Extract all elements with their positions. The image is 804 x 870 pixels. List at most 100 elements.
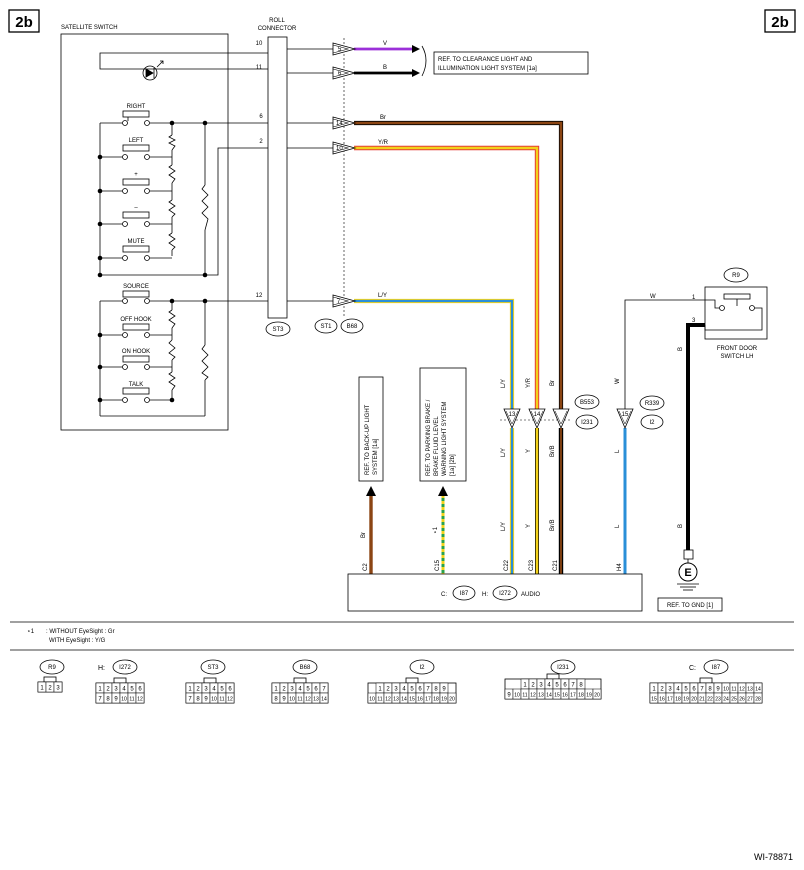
connector-pin-number: 16 [659, 697, 665, 703]
svg-text:[1a] [2b]: [1a] [2b] [450, 454, 456, 476]
connector-pin-number: 18 [433, 697, 439, 703]
connector-pin-number: 10 [723, 687, 729, 693]
connector-pin-number: 9 [204, 697, 208, 703]
sw-button-left: LEFT [100, 138, 172, 160]
label-y-lower: Y [526, 449, 532, 453]
connector-pin-number: 7 [571, 683, 575, 689]
connector-pin-number: 13 [538, 693, 544, 699]
connector-pin-cell [753, 692, 763, 704]
connector-pin-number: 21 [699, 697, 705, 703]
connector-id: I87 [712, 665, 721, 671]
connector-pin-number: 18 [675, 697, 681, 703]
connector-pin-number: 13 [747, 687, 753, 693]
svg-text:SWITCH LH: SWITCH LH [721, 354, 754, 360]
ref-clearance-box: REF. TO CLEARANCE LIGHT AND ILLUMINATION… [433, 51, 589, 75]
connector-pin-number: 5 [220, 687, 224, 693]
svg-text:–: – [134, 205, 138, 211]
led-icon [142, 60, 164, 81]
svg-text:WARNING LIGHT SYSTEM: WARNING LIGHT SYSTEM [442, 402, 448, 476]
svg-text:LEFT: LEFT [129, 138, 144, 144]
connector-pin-number: 9 [507, 693, 511, 699]
sw-button-minus: – [100, 205, 172, 227]
svg-text:WITH EyeSight : Y/G: WITH EyeSight : Y/G [49, 638, 106, 644]
connector-pin-number: 27 [747, 697, 753, 703]
connector-prefix: C: [689, 665, 696, 672]
connector-pin-number: 1 [652, 687, 656, 693]
connector-pin-number: 6 [138, 687, 142, 693]
ref-backup-box: REF. TO BACK-UP LIGHT SYSTEM [1a] Br [358, 376, 384, 574]
svg-text:ROLL: ROLL [269, 18, 285, 24]
svg-text:+: + [134, 172, 138, 178]
svg-text:BRAKE FLUID LEVEL: BRAKE FLUID LEVEL [434, 416, 440, 476]
connector-pin-number: 22 [707, 697, 713, 703]
connector-pin-number: 2 [660, 687, 664, 693]
sw-button-on-hook: ON HOOK [100, 349, 172, 370]
connector-pin-number: 17 [425, 697, 431, 703]
connector-pin-number: 10 [289, 697, 295, 703]
connector-id: ST3 [207, 665, 219, 671]
svg-text:6: 6 [259, 114, 263, 120]
svg-text:13: 13 [509, 412, 516, 418]
svg-text:SOURCE: SOURCE [123, 284, 149, 290]
connector-pin-number: 16 [417, 697, 423, 703]
connector-pin-number: 10 [211, 697, 217, 703]
connector-id: B68 [300, 665, 311, 671]
connector-pin-number: 1 [40, 686, 44, 692]
connector-pin-number: 3 [114, 687, 118, 693]
svg-text:REF. TO PARKING BRAKE /: REF. TO PARKING BRAKE / [426, 399, 432, 476]
connector-pin-number: 26 [739, 697, 745, 703]
svg-text:L/Y: L/Y [501, 522, 507, 531]
ground-symbol: E REF. TO GND [1] [657, 549, 723, 612]
connector-pin-number: 11 [219, 697, 224, 703]
svg-text:OFF HOOK: OFF HOOK [120, 317, 151, 323]
connector-pin-number: 12 [305, 697, 311, 703]
sw-button-right: RIGHT [100, 104, 172, 126]
svg-text:ST1: ST1 [320, 324, 332, 330]
svg-text:14: 14 [534, 412, 541, 418]
connector-pin-number: 8 [106, 697, 110, 703]
svg-text:L: L [615, 449, 621, 453]
svg-text:V: V [383, 41, 387, 47]
connector-pin-number: 7 [700, 687, 704, 693]
svg-text:5: 5 [338, 47, 342, 53]
wire-ly: 7 L/Y [287, 293, 515, 410]
svg-text:ILLUMINATION LIGHT SYSTEM [1a]: ILLUMINATION LIGHT SYSTEM [1a] [438, 66, 537, 72]
svg-text:REF. TO GND [1]: REF. TO GND [1] [667, 603, 713, 609]
connector-pin-number: 3 [204, 687, 208, 693]
ref-parking-box: REF. TO PARKING BRAKE / BRAKE FLUID LEVE… [419, 367, 467, 574]
connector-id: I272 [119, 665, 131, 671]
svg-text:W: W [650, 294, 656, 300]
svg-text:1: 1 [692, 295, 696, 301]
connector-pin-number: 14 [401, 697, 407, 703]
connector-pin-number: 4 [298, 687, 302, 693]
svg-text:ST3: ST3 [272, 327, 284, 333]
connector-pin-number: 12 [137, 697, 143, 703]
svg-text:: WITHOUT EyeSight : Gr: : WITHOUT EyeSight : Gr [46, 629, 115, 635]
connector-pin-number: 3 [539, 683, 543, 689]
connector-pin-number: 24 [723, 697, 729, 703]
svg-text:Y/R: Y/R [378, 140, 389, 146]
connector-pin-number: 20 [691, 697, 697, 703]
satellite-switch: SATELLITE SWITCH [60, 25, 268, 431]
connector-pin-cell [225, 692, 235, 704]
wire-b: 6 B [287, 65, 420, 80]
svg-text:11: 11 [256, 65, 263, 71]
connector-pin-cell [447, 692, 457, 704]
svg-text:2b: 2b [771, 14, 789, 31]
roll-connector: ROLL CONNECTOR 10 11 6 2 12 ST3 [256, 18, 297, 337]
svg-text:SYSTEM [1a]: SYSTEM [1a] [373, 438, 379, 475]
connector-pin-number: 8 [434, 687, 438, 693]
connector-pin-number: 19 [586, 693, 592, 699]
connector-pin-number: 3 [394, 687, 398, 693]
connector-pin-number: 1 [188, 687, 192, 693]
connector-pin-number: 1 [98, 687, 102, 693]
svg-text:C:: C: [441, 592, 447, 598]
svg-text:B68: B68 [347, 324, 358, 330]
connector-pin-number: 15 [554, 693, 560, 699]
connector-pin-number: 6 [314, 687, 318, 693]
connector-pin-number: 3 [56, 686, 60, 692]
label-ly-lower: L/Y [501, 448, 507, 457]
